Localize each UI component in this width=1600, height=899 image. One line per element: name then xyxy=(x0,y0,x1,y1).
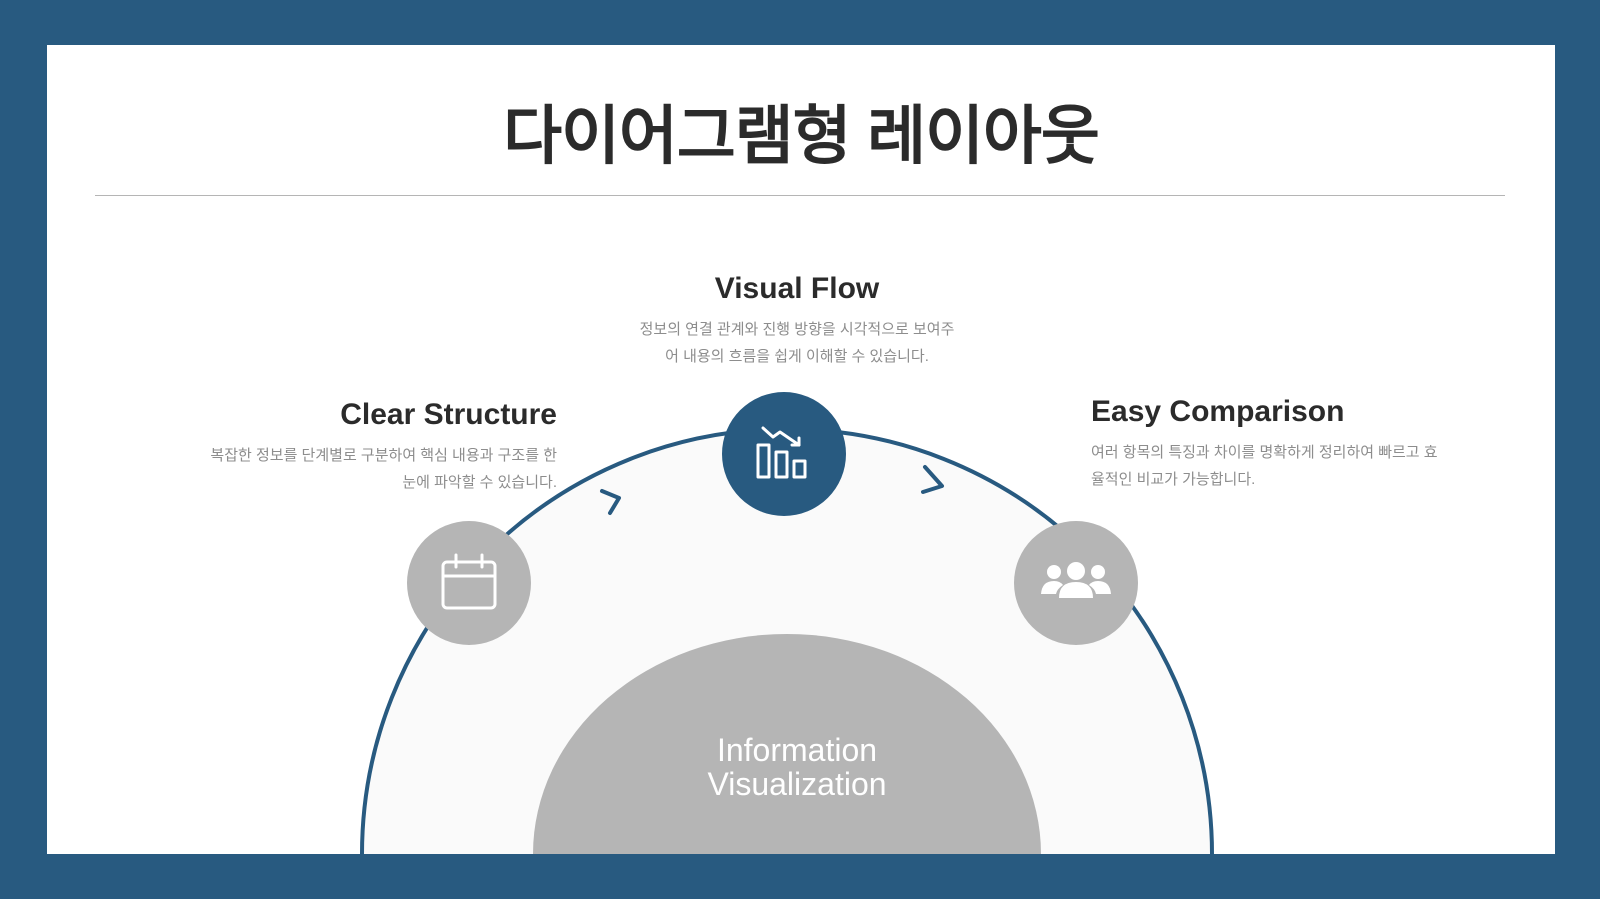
easy-comparison-heading: Easy Comparison xyxy=(1091,395,1345,428)
clear-structure-heading: Clear Structure xyxy=(340,398,557,431)
users-group-icon xyxy=(1041,562,1111,598)
node-clear-structure[interactable] xyxy=(407,521,531,645)
node-visual-flow[interactable] xyxy=(722,392,846,516)
center-label: Information Visualization xyxy=(587,733,1007,801)
easy-comparison-block: Easy Comparison 여러 항목의 특징과 차이를 명확하게 정리하여… xyxy=(1091,395,1491,493)
easy-comparison-description: 여러 항목의 특징과 차이를 명확하게 정리하여 빠르고 효 율적인 비교가 가… xyxy=(1091,444,1438,488)
bar-chart-trend-icon xyxy=(756,426,807,479)
arrow-right-icon xyxy=(921,465,944,494)
slide: 다이어그램형 레이아웃 xyxy=(47,45,1555,854)
title-divider xyxy=(95,195,1505,196)
node-easy-comparison[interactable] xyxy=(1014,521,1138,645)
arc-diagram xyxy=(360,392,1214,854)
arrow-left-icon xyxy=(600,489,621,515)
center-half-disc xyxy=(533,634,1041,854)
page-title: 다이어그램형 레이아웃 xyxy=(503,100,1100,172)
center-label-line1: Information xyxy=(716,732,878,768)
visual-flow-heading: Visual Flow xyxy=(714,272,880,305)
visual-flow-description: 정보의 연결 관계와 진행 방향을 시각적으로 보여주 어 내용의 흐름을 쉽게… xyxy=(639,321,955,365)
calendar-icon xyxy=(441,553,497,610)
visual-flow-block: Visual Flow 정보의 연결 관계와 진행 방향을 시각적으로 보여주 … xyxy=(587,272,1007,370)
clear-structure-block: Clear Structure 복잡한 정보를 단계별로 구분하여 핵심 내용과… xyxy=(107,398,557,496)
clear-structure-description: 복잡한 정보를 단계별로 구분하여 핵심 내용과 구조를 한 눈에 파악할 수 … xyxy=(210,447,557,491)
center-label-line2: Visualization xyxy=(707,766,887,802)
